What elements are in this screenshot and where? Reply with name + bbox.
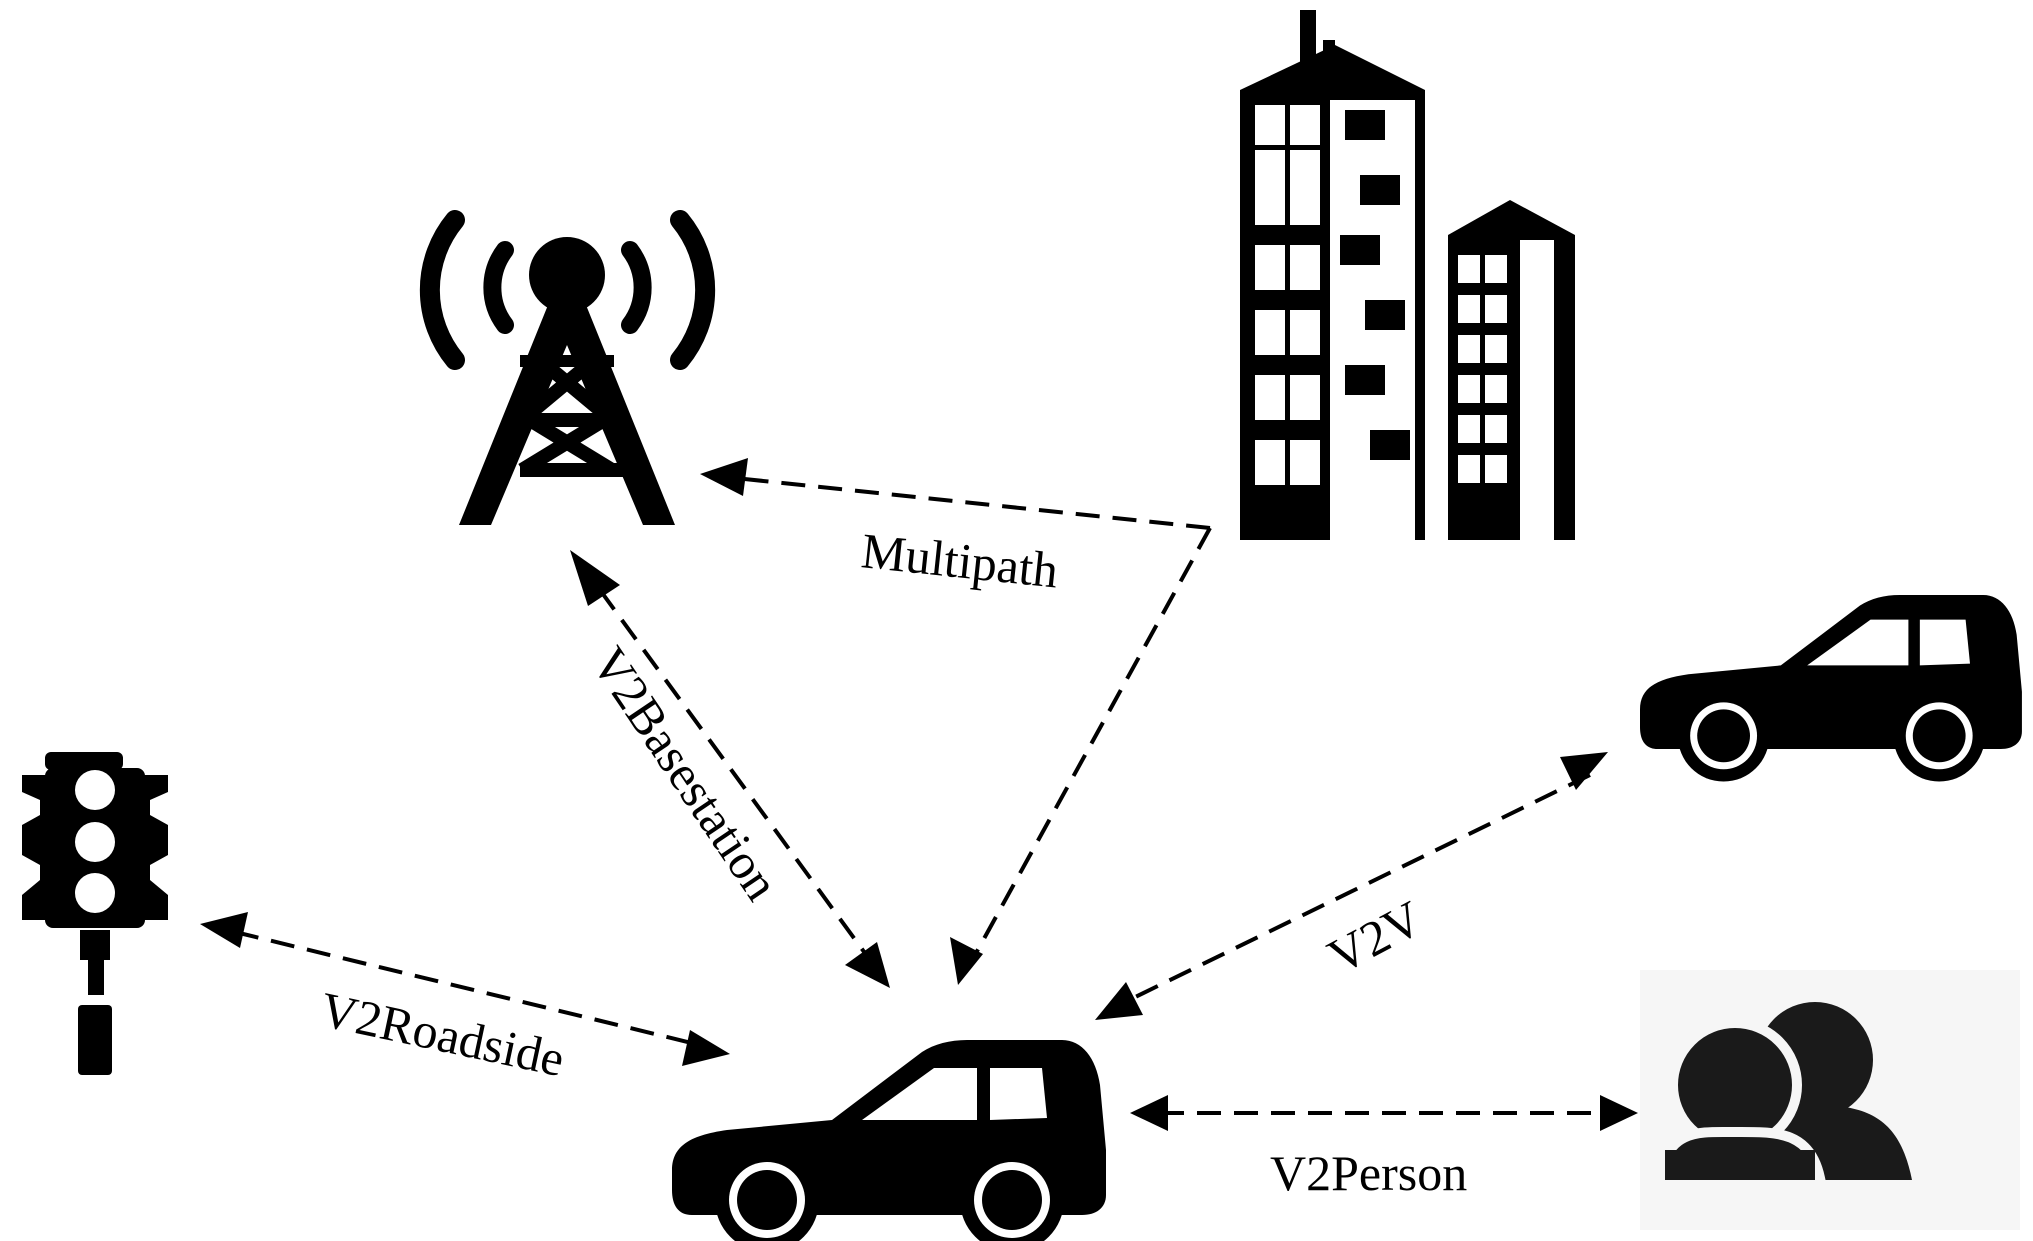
link-v2v bbox=[1095, 752, 1608, 1020]
people-group-icon bbox=[1640, 970, 2020, 1230]
ego-vehicle-car-icon bbox=[672, 1040, 1106, 1241]
cell-tower-icon bbox=[419, 210, 716, 525]
label-v2person: V2Person bbox=[1270, 1145, 1467, 1201]
link-v2person bbox=[1130, 1095, 1638, 1131]
link-multipath-tower bbox=[700, 458, 1211, 530]
label-v2basestation: V2Basestation bbox=[581, 637, 791, 910]
label-v2roadside: V2Roadside bbox=[316, 981, 569, 1087]
link-v2roadside bbox=[200, 912, 730, 1066]
other-vehicle-car-icon bbox=[1640, 595, 2022, 782]
traffic-light-icon bbox=[22, 752, 168, 1075]
link-v2basestation bbox=[570, 550, 890, 988]
office-buildings-icon bbox=[1240, 10, 1575, 540]
label-multipath: Multipath bbox=[859, 522, 1061, 598]
label-v2v: V2V bbox=[1319, 890, 1431, 985]
link-multipath-car bbox=[950, 527, 1212, 985]
